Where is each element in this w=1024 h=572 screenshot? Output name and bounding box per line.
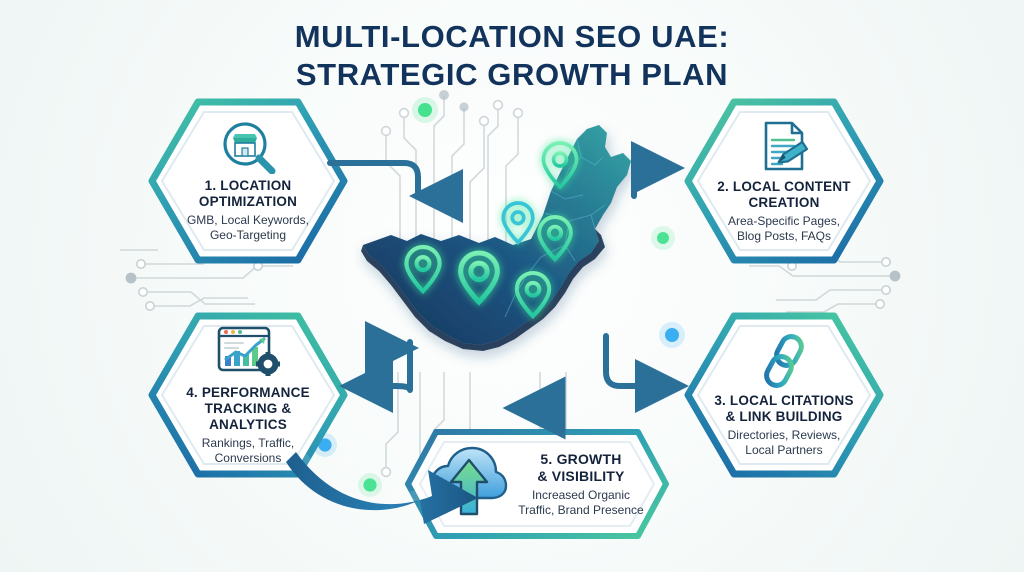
step-title: 5. GROWTH & VISIBILITY — [537, 450, 625, 484]
map-pin-group — [404, 141, 579, 320]
step-card-performance-tracking[interactable]: 4. PERFORMANCE TRACKING & ANALYTICS Rank… — [148, 312, 348, 478]
step-card-growth-visibility[interactable]: 5. GROWTH & VISIBILITY Increased Organic… — [404, 428, 670, 540]
map-pin-5 — [458, 250, 500, 306]
step-title: 4. PERFORMANCE TRACKING & ANALYTICS — [186, 384, 310, 432]
hex-outline — [148, 98, 348, 264]
step-subtitle: GMB, Local Keywords, Geo-Targeting — [186, 212, 310, 242]
arrow-map-to-step3 — [603, 333, 689, 413]
step-title: 1. LOCATION OPTIMIZATION — [198, 177, 298, 209]
step-card-location-optimization[interactable]: 1. LOCATION OPTIMIZATION GMB, Local Keyw… — [148, 98, 348, 264]
map-pin-1 — [541, 141, 579, 190]
step-card-local-content-creation[interactable]: 2. LOCAL CONTENT CREATION Area-Specific … — [684, 98, 884, 264]
title-line-1: MULTI-LOCATION SEO UAE: — [294, 19, 730, 54]
map-pin-2 — [501, 201, 535, 245]
uae-map — [355, 95, 675, 405]
arrow-map-to-step2 — [631, 141, 685, 199]
step-title: 3. LOCAL CITATIONS & LINK BUILDING — [714, 392, 854, 424]
page-title: MULTI-LOCATION SEO UAE: STRATEGIC GROWTH… — [0, 18, 1024, 94]
analytics-dashboard-gear-icon — [215, 325, 281, 381]
hex-outline — [684, 98, 884, 264]
step-title: 2. LOCAL CONTENT CREATION — [717, 178, 851, 210]
chain-link-icon — [755, 333, 813, 389]
map-pin-6 — [514, 270, 552, 320]
arrow-step4-to-step5 — [286, 448, 478, 524]
arrow-map-to-step4 — [339, 339, 413, 413]
map-pin-4 — [404, 244, 442, 295]
step-subtitle: Increased Organic Traffic, Brand Presenc… — [518, 487, 644, 517]
step-subtitle: Area-Specific Pages, Blog Posts, FAQs — [727, 213, 841, 243]
storefront-magnifier-icon — [219, 120, 277, 174]
step-subtitle: Rankings, Traffic, Conversions — [201, 435, 295, 465]
document-pencil-icon — [756, 119, 812, 175]
step-card-local-citations[interactable]: 3. LOCAL CITATIONS & LINK BUILDING Direc… — [684, 312, 884, 478]
title-line-2: STRATEGIC GROWTH PLAN — [295, 57, 729, 92]
arrow-step1-to-map — [327, 160, 463, 223]
map-pin-3 — [537, 215, 573, 263]
step-subtitle: Directories, Reviews, Local Partners — [727, 427, 841, 457]
